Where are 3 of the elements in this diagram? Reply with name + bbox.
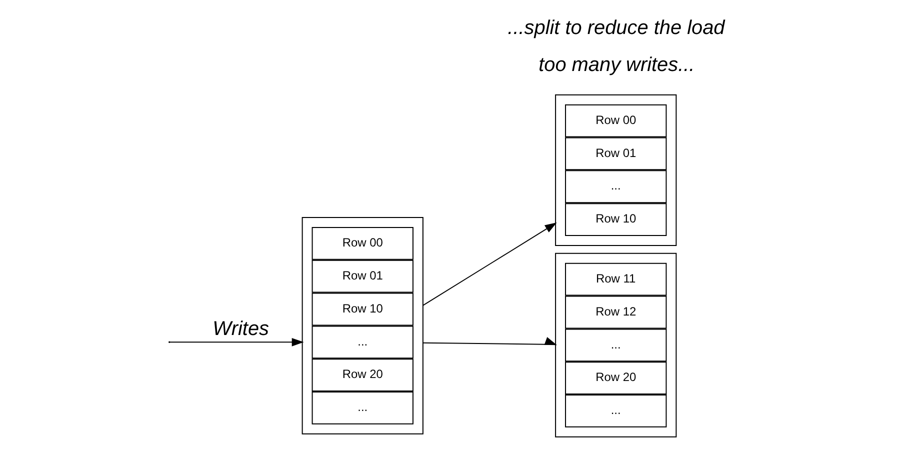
edge-label: Writes bbox=[212, 318, 270, 340]
label: ...split to reduce the load bbox=[508, 17, 725, 40]
label: too many writes... bbox=[538, 54, 695, 76]
